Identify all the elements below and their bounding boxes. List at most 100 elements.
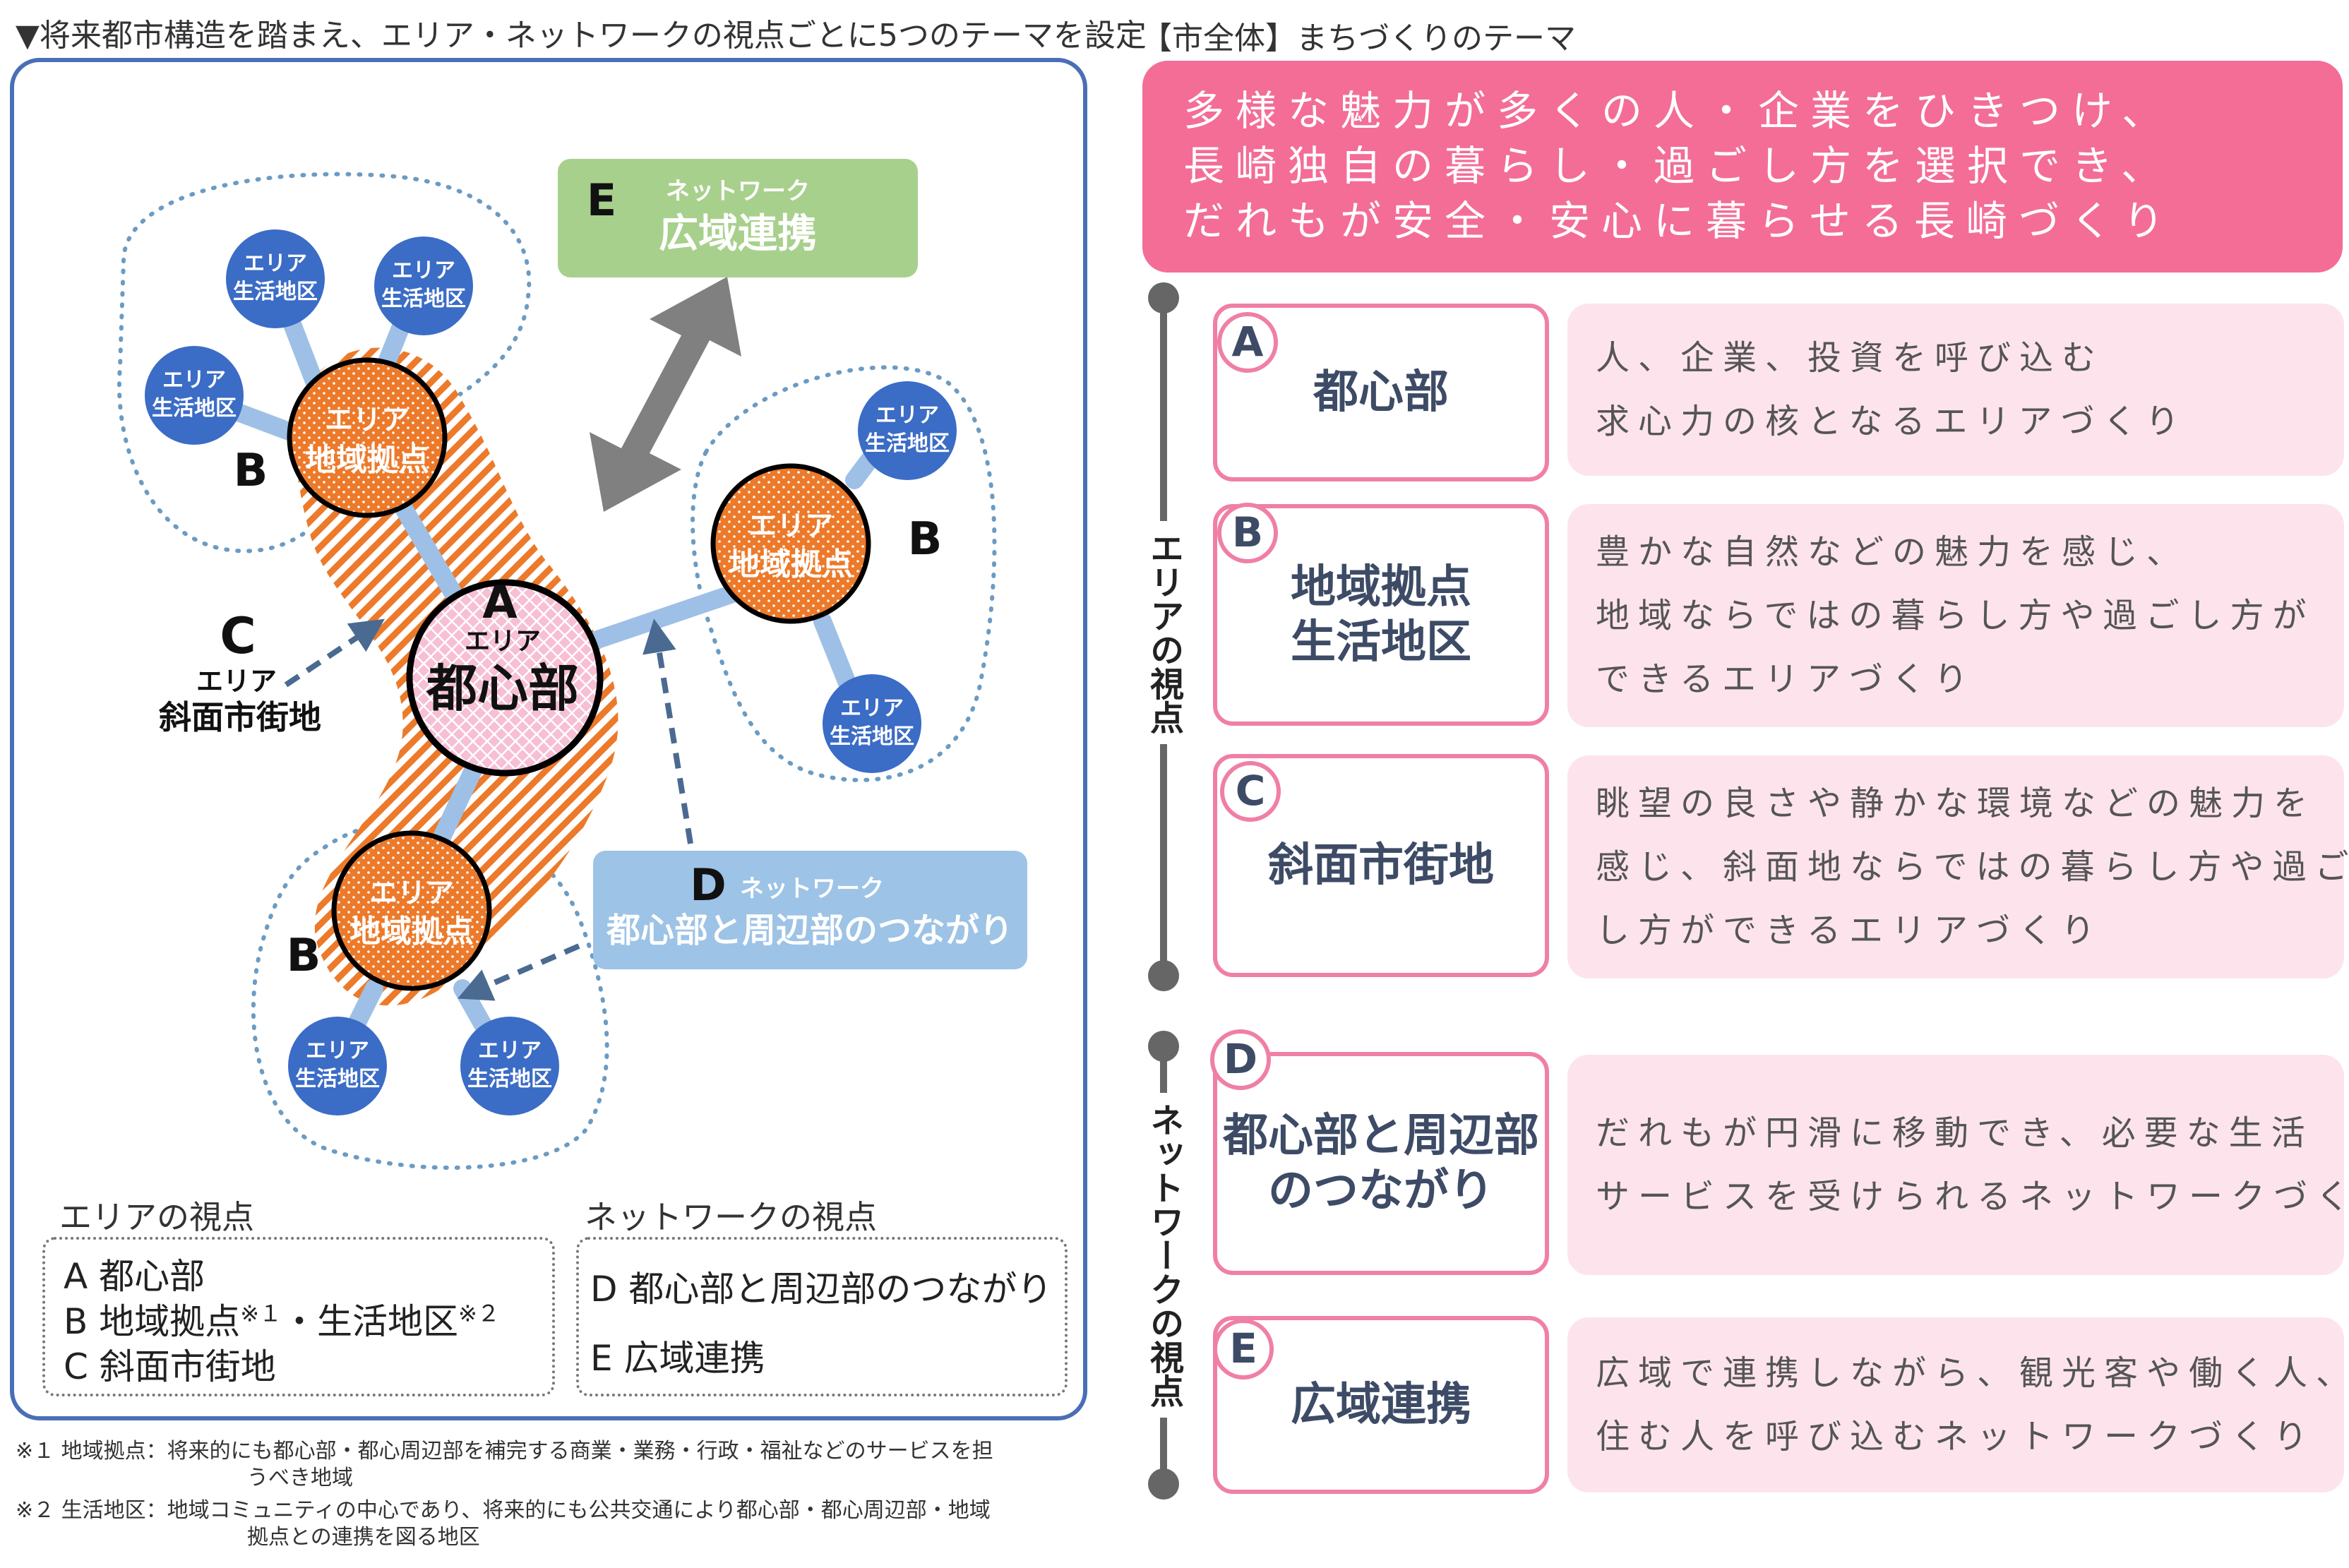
wide-area-letter: E — [587, 174, 616, 226]
theme-badge-a: A — [1217, 312, 1278, 373]
network-legend-item: E 広域連携 — [590, 1338, 765, 1379]
theme-desc-line: 広域で連携しながら、観光客や働く人、 — [1596, 1353, 2349, 1393]
theme-badge-c: C — [1220, 761, 1281, 822]
network-rail-top-dot — [1148, 1031, 1179, 1062]
network-pointer-arrow-left — [457, 943, 580, 1001]
theme-title: 都心部 — [1313, 366, 1449, 419]
footnote-line: ※１ 地域拠点：将来的にも都心部・都心周辺部を補完する商業・業務・行政・福祉など… — [16, 1439, 993, 1464]
network-legend-item: D 都心部と周辺部のつながり — [590, 1269, 1053, 1310]
network-legend-box — [576, 1237, 1068, 1396]
living-node-label-top: エリア — [875, 403, 939, 428]
theme-desc-line: 住む人を呼び込むネットワークづくり — [1596, 1417, 2317, 1456]
living-node-label-bottom: 生活地区 — [830, 724, 914, 749]
living-node-label-top: エリア — [244, 251, 307, 276]
city-vision-banner: 多様な魅力が多くの人・企業をひきつけ、 長崎独自の暮らし・過ごし方を選択でき、 … — [1142, 61, 2343, 273]
theme-desc-c: 眺望の良さや静かな環境などの魅力を 感じ、斜面地ならではの暮らし方や過ご し方が… — [1567, 755, 2349, 978]
living-node-label-top: エリア — [162, 368, 226, 393]
theme-desc-line: だれもが円滑に移動でき、必要な生活 — [1596, 1113, 2314, 1153]
structure-diagram-panel — [10, 58, 1087, 1420]
area-legend-box — [42, 1237, 555, 1396]
wide-area-label: 広域連携 — [659, 211, 817, 257]
theme-title: 地域拠点 生活地区 — [1291, 561, 1471, 669]
theme-badge-d: D — [1210, 1029, 1271, 1090]
living-node-label-top: エリア — [840, 696, 904, 721]
area-legend-title: エリアの視点 — [59, 1198, 254, 1236]
b-letter-east: B — [908, 513, 943, 565]
area-legend-item: B 地域拠点※１・生活地区※２ — [64, 1293, 500, 1344]
theme-desc-line: 地域ならではの暮らし方や過ごし方が — [1596, 596, 2315, 635]
theme-desc-line: 求心力の核となるエリアづくり — [1596, 402, 2188, 441]
theme-desc-b: 豊かな自然などの魅力を感じ、 地域ならではの暮らし方や過ごし方が できるエリアづ… — [1567, 504, 2344, 727]
c-letter: C — [220, 607, 256, 665]
wide-area-box: E ネットワーク 広域連携 — [558, 159, 918, 277]
theme-desc-line: 人、企業、投資を呼び込む — [1596, 338, 2105, 378]
theme-heading: 【市全体】まちづくりのテーマ — [1141, 20, 1576, 56]
footnote-line: 拠点との連携を図る地区 — [247, 1525, 480, 1550]
regional-hub-label-small: エリア — [369, 877, 454, 909]
theme-title: 都心部と周辺部 のつながり — [1223, 1110, 1539, 1217]
living-node-label-top: エリア — [306, 1039, 369, 1063]
vision-line: だれもが安全・安心に暮らせる長崎づくり — [1183, 197, 2175, 245]
area-legend-item-text: ・生活地区 — [282, 1301, 459, 1342]
living-node-label-bottom: 生活地区 — [865, 431, 950, 456]
regional-hub-label: 地域拠点 — [349, 914, 474, 950]
area-legend-item: C 斜面市街地 — [64, 1346, 276, 1387]
slope-pointer-arrow — [284, 618, 385, 688]
theme-desc-line: サービスを受けられるネットワークづくり — [1596, 1177, 2349, 1216]
footnote-marker-1: ※１ — [240, 1300, 282, 1327]
vision-line: 長崎独自の暮らし・過ごし方を選択でき、 — [1183, 142, 2173, 190]
diagram-heading: ▼将来都市構造を踏まえ、エリア・ネットワークの視点ごとに5つのテーマを設定 — [16, 18, 1147, 54]
link-east-2 — [813, 612, 860, 701]
network-rail-bottom-dot — [1148, 1468, 1179, 1500]
link-core-east — [570, 577, 765, 655]
regional-hub-label: 地域拠点 — [729, 546, 853, 582]
living-node-label-bottom: 生活地区 — [295, 1067, 380, 1091]
regional-hub-label: 地域拠点 — [305, 442, 429, 478]
area-rail-top-dot — [1148, 282, 1179, 313]
area-legend-item-text: B 地域拠点 — [64, 1301, 241, 1342]
network-pointer-arrow-up — [642, 618, 693, 844]
b-letter-south: B — [287, 930, 321, 982]
theme-desc-line: 豊かな自然などの魅力を感じ、 — [1596, 532, 2189, 572]
theme-desc-a: 人、企業、投資を呼び込む 求心力の核となるエリアづくり — [1567, 304, 2344, 476]
connection-label: 都心部と周辺部のつながり — [606, 911, 1013, 950]
footnote-line: ※２ 生活地区：地域コミュニティの中心であり、将来的にも公共交通により都心部・都… — [16, 1498, 991, 1523]
theme-card-c: 斜面市街地 — [1213, 754, 1549, 977]
living-node-label-top: エリア — [392, 258, 455, 283]
theme-card-d: 都心部と周辺部 のつながり — [1213, 1052, 1549, 1275]
cluster-outline-northwest — [117, 172, 532, 553]
city-center-label: 都心部 — [426, 659, 579, 718]
city-center-node: A エリア 都心部 — [406, 577, 604, 777]
living-node-label-bottom: 生活地区 — [381, 287, 466, 311]
living-node-label-top: エリア — [478, 1039, 542, 1063]
living-node-label-bottom: 生活地区 — [152, 396, 237, 421]
area-rail-bottom-dot — [1148, 960, 1179, 991]
vision-line: 多様な魅力が多くの人・企業をひきつけ、 — [1183, 87, 2175, 135]
network-legend-title: ネットワークの視点 — [585, 1198, 877, 1236]
city-center-letter: A — [482, 577, 518, 629]
theme-desc-line: 眺望の良さや静かな環境などの魅力を — [1596, 784, 2317, 823]
connection-letter: D — [690, 859, 726, 911]
connection-box: D ネットワーク 都心部と周辺部のつながり — [593, 851, 1027, 969]
living-node-label-bottom: 生活地区 — [467, 1067, 552, 1091]
footnote-marker-2: ※２ — [458, 1300, 500, 1327]
wide-area-label-small: ネットワーク — [666, 177, 810, 205]
area-rail-label: エリアの視点 — [1142, 521, 1185, 744]
regional-hub-label-small: エリア — [748, 510, 833, 542]
city-center-label-small: エリア — [465, 627, 541, 656]
theme-title: 広域連携 — [1291, 1379, 1471, 1431]
living-node-label-bottom: 生活地区 — [233, 280, 318, 304]
area-legend-item: A 都心部 — [64, 1256, 205, 1297]
regional-hub-label-small: エリア — [325, 404, 410, 436]
